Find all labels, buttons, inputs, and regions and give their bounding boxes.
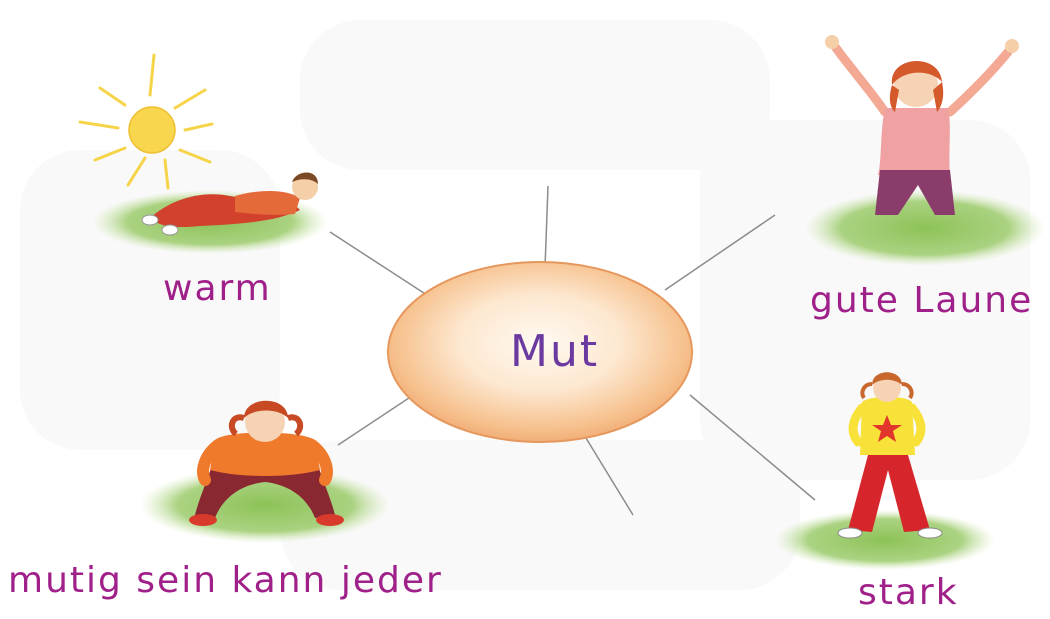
connector-mutig <box>338 392 418 445</box>
node-label-warm: warm <box>163 268 272 309</box>
connector-top <box>545 186 548 268</box>
center-label: Mut <box>510 326 599 377</box>
node-label-mutig: mutig sein kann jeder <box>8 560 443 601</box>
node-label-gute-laune: gute Laune <box>810 280 1033 321</box>
node-label-stark: stark <box>858 572 959 613</box>
connector-warm <box>330 232 430 297</box>
